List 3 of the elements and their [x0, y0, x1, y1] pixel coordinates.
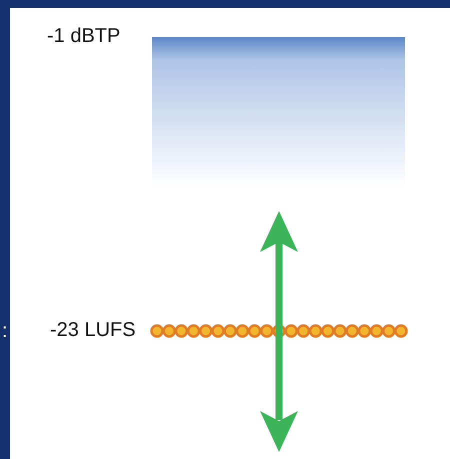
label-fragment: : [2, 321, 9, 341]
level-label: -1 dBTP [47, 26, 120, 46]
level-label: -23 LUFS [50, 320, 136, 340]
